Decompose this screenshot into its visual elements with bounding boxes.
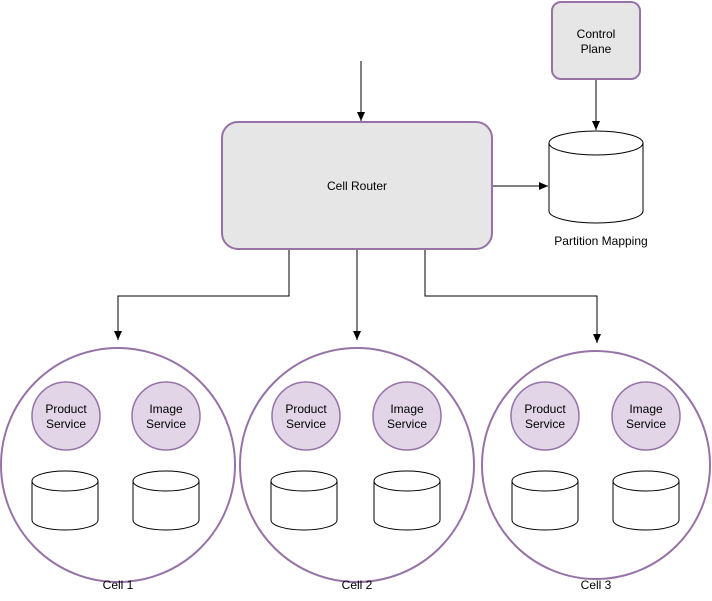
control-plane-label-line2: Plane (581, 42, 612, 56)
cell-3-image-database (612, 470, 680, 531)
cell-2-product-service-line1: Product (285, 402, 327, 416)
cell-3-product-db-body (511, 481, 579, 531)
cell-1-label: Cell 1 (103, 578, 134, 592)
partition-mapping-database: Partition Mapping (548, 130, 648, 248)
cell-2-product-service-line2: Service (286, 417, 326, 431)
cell-3-product-db-top (511, 470, 579, 492)
cell-3-image-service-node (611, 381, 681, 451)
cell-3-product-service-line2: Service (525, 417, 565, 431)
cell-3-image-service-line1: Image (629, 402, 663, 416)
cell-3-image-service-line2: Service (626, 417, 666, 431)
cell-1-image-service-line1: Image (149, 402, 183, 416)
cell-3-product-service-line1: Product (524, 402, 566, 416)
cell-2-boundary (239, 347, 475, 583)
cell-3-label: Cell 3 (581, 578, 612, 592)
cell-2-label: Cell 2 (342, 578, 373, 592)
partition-mapping-cylinder-top (548, 130, 644, 156)
cell-router-box (221, 121, 493, 250)
cell-1-image-db-top (132, 470, 200, 492)
cell-1-product-database (31, 470, 99, 531)
cell-1-product-service-line2: Service (46, 417, 86, 431)
cell-2-product-db-body (270, 481, 338, 531)
cell-3-product-database (511, 470, 579, 531)
cell-1-image-service-line2: Service (146, 417, 186, 431)
cell-3-image-db-top (612, 470, 680, 492)
cell-1: Product Service Image Service Cell 1 (0, 347, 236, 592)
partition-mapping-cylinder-body (548, 143, 644, 224)
cell-2-image-service-line2: Service (387, 417, 427, 431)
cell-2: Product Service Image Service Cell 2 (239, 347, 475, 592)
cell-router-label: Cell Router (327, 179, 387, 193)
cell-2-image-service-node (372, 381, 442, 451)
cell-2-image-database (373, 470, 441, 531)
cell-3-product-service-node (510, 381, 580, 451)
cell-2-image-db-top (373, 470, 441, 492)
cell-1-product-service-line1: Product (45, 402, 87, 416)
router-to-cell-1-arrow (114, 250, 290, 340)
control-plane-node: Control Plane (551, 1, 641, 80)
cell-2-product-db-top (270, 470, 338, 492)
cell-1-product-db-top (31, 470, 99, 492)
cell-2-product-service-node (271, 381, 341, 451)
cell-1-image-database (132, 470, 200, 531)
cell-3: Product Service Image Service Cell 3 (481, 350, 711, 592)
control-plane-box (551, 1, 641, 80)
cell-3-image-db-body (612, 481, 680, 531)
cell-2-image-db-body (373, 481, 441, 531)
cell-1-boundary (0, 347, 236, 583)
cell-router-node: Cell Router (221, 121, 493, 250)
cell-1-image-db-body (132, 481, 200, 531)
cell-2-image-service-line1: Image (390, 402, 424, 416)
control-plane-label-line1: Control (577, 27, 616, 41)
partition-mapping-label: Partition Mapping (554, 234, 647, 248)
cell-1-product-service-node (31, 381, 101, 451)
cell-2-product-database (270, 470, 338, 531)
cell-3-boundary (481, 350, 711, 580)
cell-1-image-service-node (131, 381, 201, 451)
cell-1-product-db-body (31, 481, 99, 531)
router-to-cell-3-arrow (424, 250, 601, 343)
